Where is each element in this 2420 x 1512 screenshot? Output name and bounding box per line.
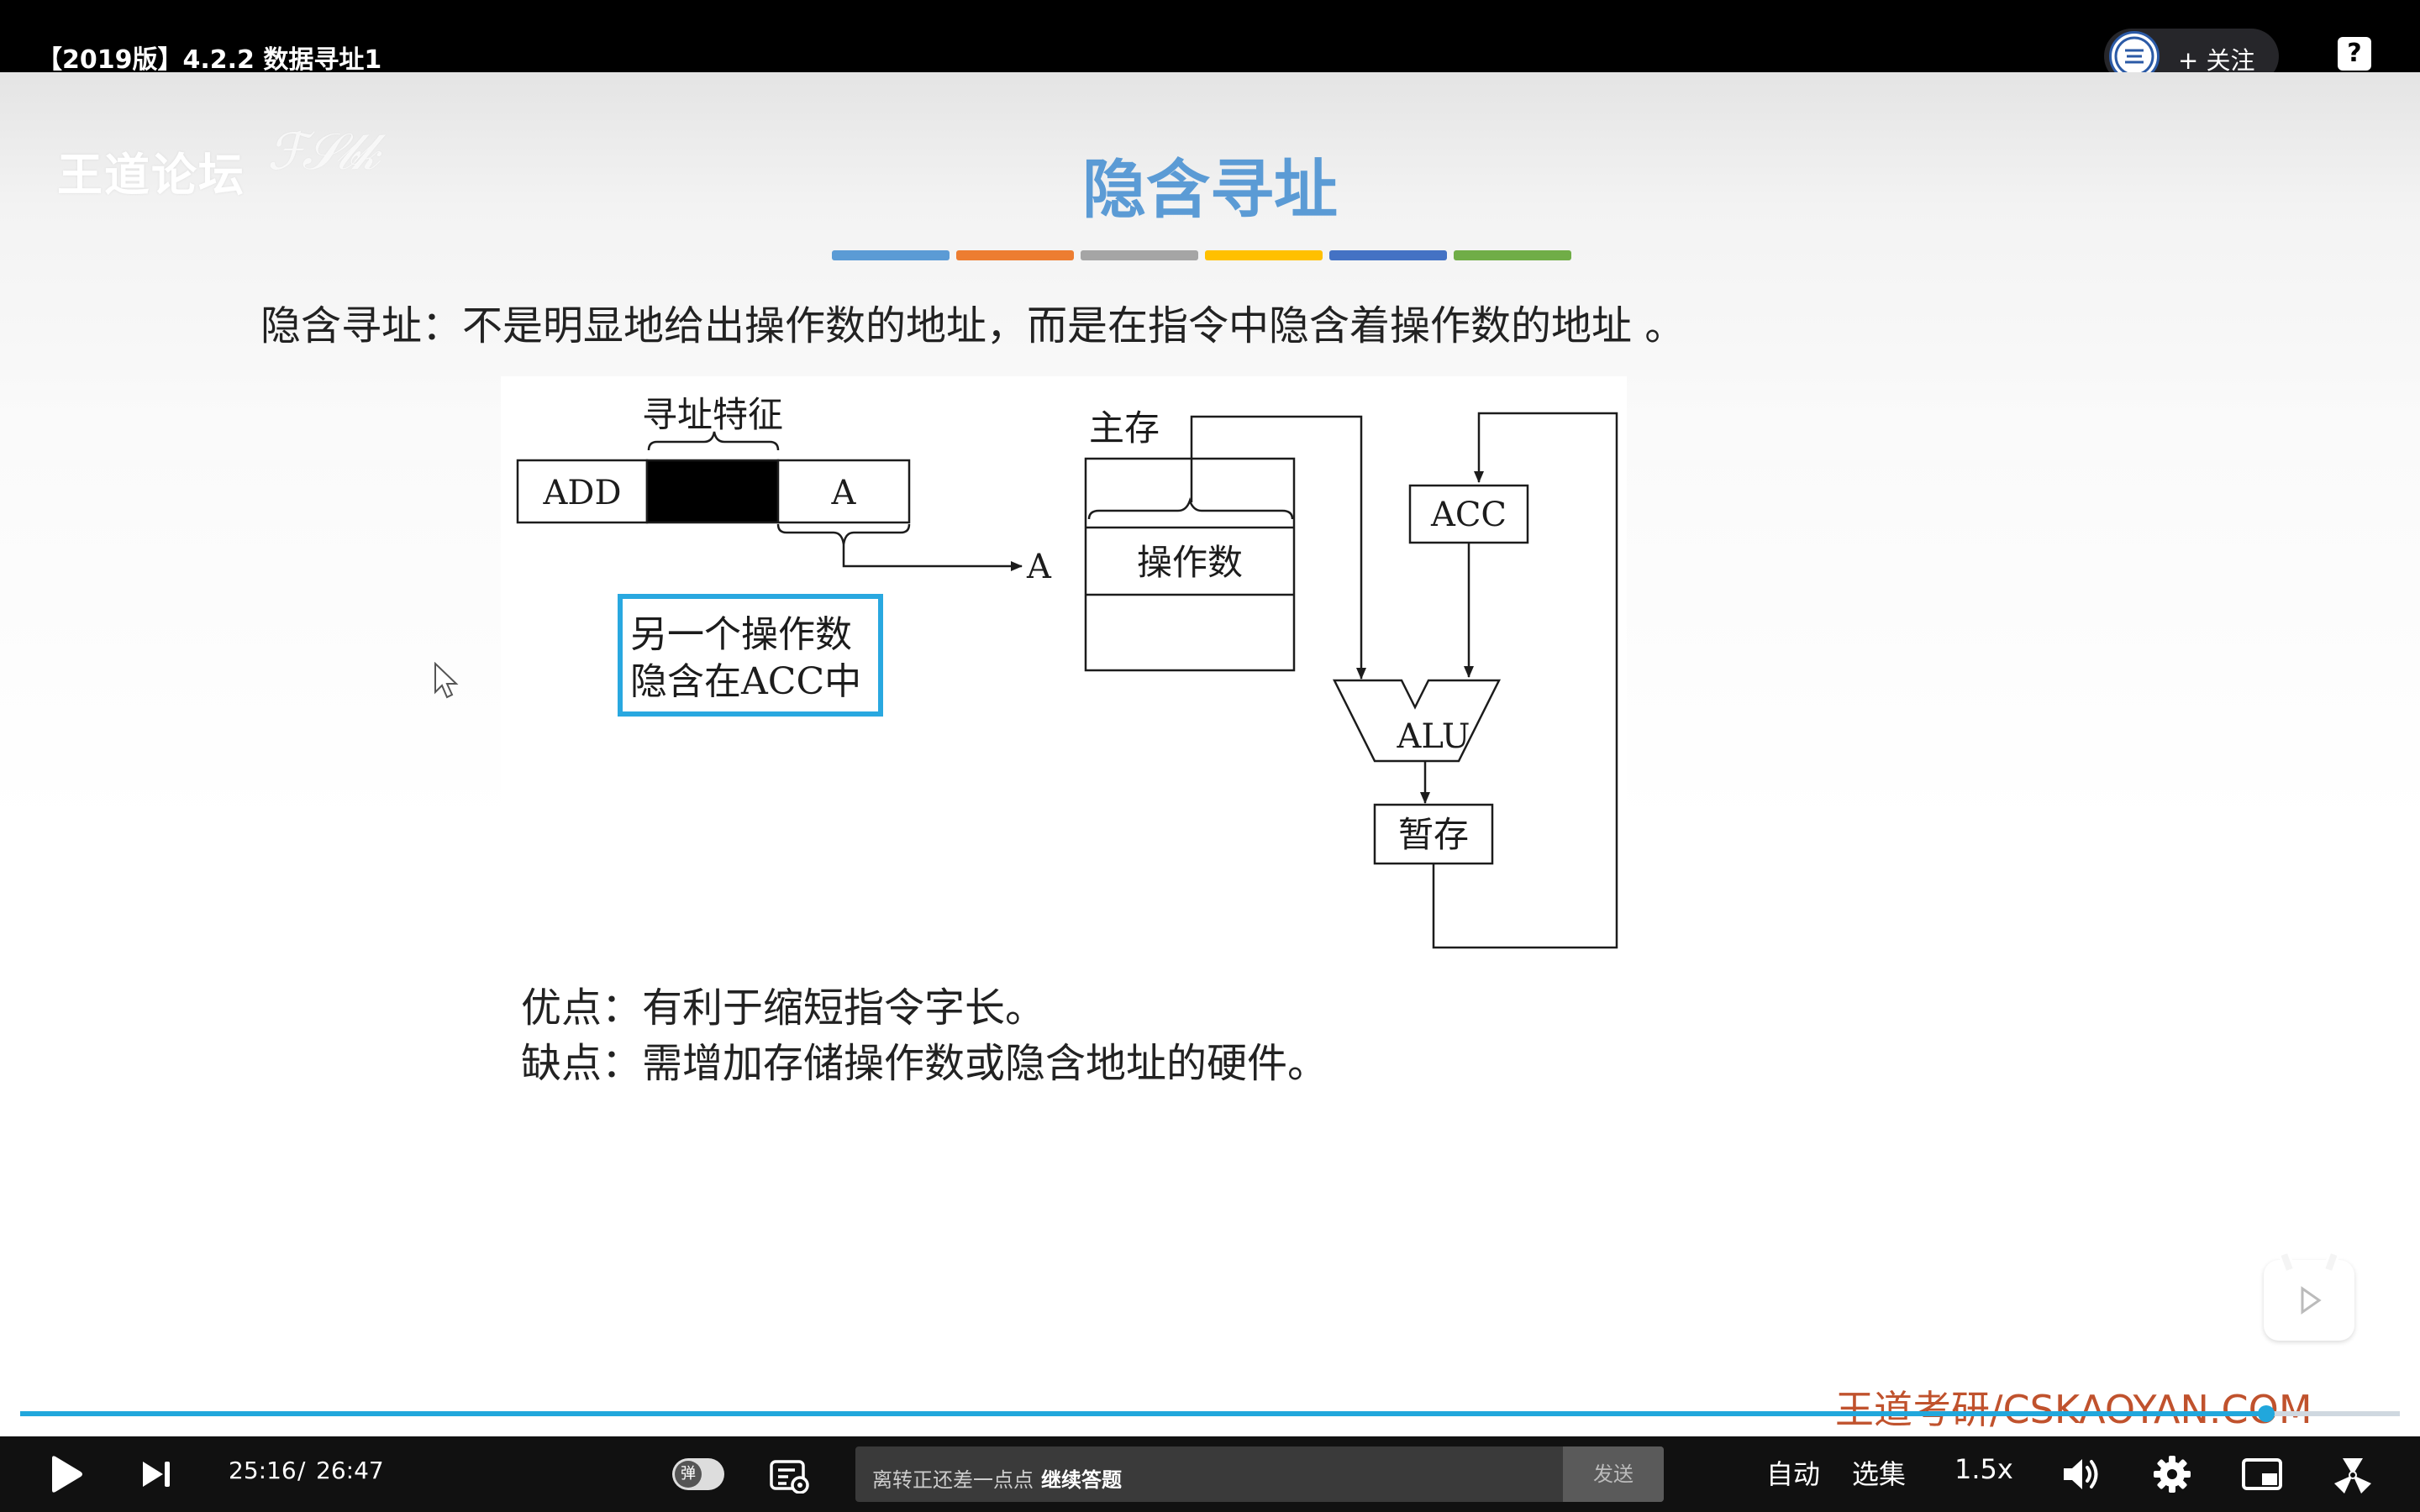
control-bar: 25:16 / 26:47 弹 离转正还差一点点 继续答题 发送 自动 选集 1…: [0, 1436, 2420, 1512]
title-color-segment: [1454, 250, 1571, 260]
watermark-logo: ℱ𝒮𝒷𝓀: [267, 123, 379, 181]
playback-speed-button[interactable]: 1.5x: [1954, 1453, 2013, 1485]
episodes-button[interactable]: 选集: [1852, 1458, 1907, 1490]
memory-label: 主存: [1089, 407, 1160, 449]
slide-title: 隐含寻址: [1082, 152, 1338, 227]
callout-line-2: 隐含在ACC中: [630, 660, 861, 703]
progress-fill: [20, 1411, 2267, 1416]
video-frame: 王道论坛 ℱ𝒮𝒷𝓀 隐含寻址 隐含寻址：不是明显地给出操作数的地址，而是在指令中…: [0, 72, 2420, 1436]
address-brace: [776, 523, 911, 545]
picture-in-picture-icon[interactable]: [2242, 1458, 2284, 1492]
opcode-field: [516, 459, 649, 524]
effective-address-label: A: [1026, 548, 1052, 586]
alu-unit: [1332, 679, 1502, 763]
play-icon[interactable]: [47, 1455, 84, 1494]
temp-register: [1373, 803, 1494, 865]
danmaku-input[interactable]: 离转正还差一点点 继续答题 发送: [855, 1446, 1664, 1502]
address-field: [776, 459, 911, 524]
addressing-feature-field: [645, 459, 780, 524]
main-memory: [1084, 457, 1296, 672]
title-color-segment: [1329, 250, 1447, 260]
total-time: 26:47: [316, 1457, 384, 1484]
title-color-bar: [832, 250, 1571, 260]
video-title: 【2019版】4.2.2 数据寻址1: [37, 45, 382, 75]
operand-to-alu-arrow: [1190, 415, 1366, 680]
continue-quiz-link[interactable]: 继续答题: [1041, 1468, 1122, 1492]
feedback-arrow: [1432, 412, 1618, 949]
current-time: 25:16: [229, 1457, 297, 1484]
alu-label: ALU: [1397, 717, 1470, 756]
address-arrow: [842, 544, 1023, 571]
address-field-label: A: [831, 474, 857, 512]
title-color-segment: [956, 250, 1074, 260]
title-color-segment: [832, 250, 950, 260]
acc-label: ACC: [1430, 496, 1507, 534]
operand-label: 操作数: [1137, 542, 1243, 583]
advantage-text: 优点：有利于缩短指令字长。: [521, 984, 1046, 1032]
acc-callout-box: [618, 594, 883, 717]
feature-brace: [647, 431, 780, 451]
title-color-segment: [1205, 250, 1323, 260]
temp-label: 暂存: [1398, 814, 1469, 855]
progress-handle[interactable]: [2258, 1405, 2275, 1422]
danmaku-toggle-knob: 弹: [675, 1461, 702, 1488]
auto-quality-button[interactable]: 自动: [1766, 1458, 1821, 1490]
follow-channel-pill[interactable]: + 关注: [2104, 29, 2279, 84]
settings-gear-icon[interactable]: [2153, 1455, 2191, 1494]
definition-text: 隐含寻址：不是明显地给出操作数的地址，而是在指令中隐含着操作数的地址 。: [260, 302, 1686, 349]
callout-line-1: 另一个操作数: [630, 613, 852, 656]
web-fullscreen-icon[interactable]: [2333, 1455, 2373, 1495]
bilibili-logo-icon: [2264, 1250, 2354, 1341]
progress-bar[interactable]: [20, 1405, 2400, 1422]
title-color-segment: [1081, 250, 1198, 260]
volume-icon[interactable]: [2062, 1457, 2101, 1492]
danmaku-toggle[interactable]: 弹: [672, 1458, 724, 1490]
danmaku-settings-icon[interactable]: [770, 1460, 810, 1494]
disadvantage-text: 缺点：需增加存储操作数或隐含地址的硬件。: [521, 1040, 1328, 1087]
time-separator: /: [297, 1457, 306, 1484]
opcode-label: ADD: [542, 474, 621, 512]
acc-register: [1408, 484, 1529, 544]
next-episode-icon[interactable]: [141, 1460, 171, 1488]
danmaku-hint: 离转正还差一点点: [872, 1468, 1034, 1492]
mouse-cursor-icon: [434, 661, 459, 702]
implicit-addressing-diagram: 寻址特征 ADD A A 主存 操作数 ACC ALU 暂存 另一个操作数 隐含…: [501, 376, 1627, 1032]
top-bar: 【2019版】4.2.2 数据寻址1 + 关注 ?: [0, 0, 2420, 84]
help-icon[interactable]: ?: [2338, 37, 2371, 71]
feature-label: 寻址特征: [642, 394, 783, 435]
send-button[interactable]: 发送: [1563, 1446, 1664, 1502]
brand-watermark: 王道考研/CSKAOYAN.COM: [1835, 1387, 2312, 1432]
memory-brace: [1087, 497, 1294, 520]
forum-watermark: 王道论坛: [57, 149, 245, 202]
follow-button[interactable]: + 关注: [2178, 46, 2255, 75]
